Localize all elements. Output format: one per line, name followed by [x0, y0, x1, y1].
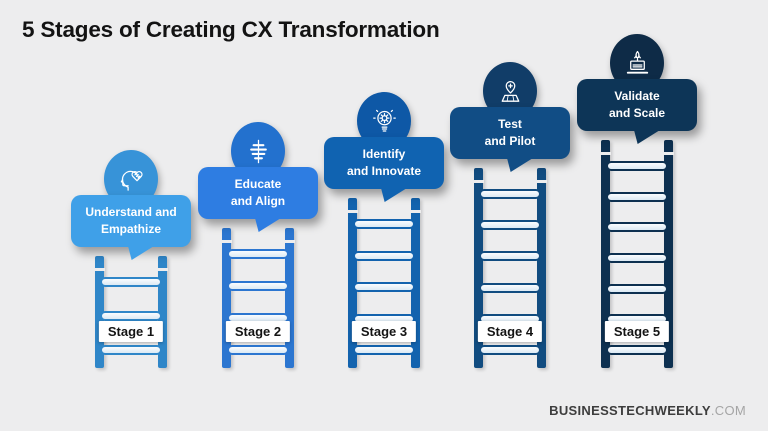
ladder-rung	[606, 344, 668, 355]
stage-label: Stage 1	[98, 321, 164, 342]
stage-column: Validate and Scale Stage 5	[572, 34, 702, 368]
bubble-text-line: Validate	[614, 89, 660, 103]
ladder-rungs	[606, 161, 668, 355]
ladder-rung	[353, 282, 415, 292]
bubble-text-line: Identify	[362, 147, 406, 161]
ladder-rung	[100, 311, 162, 321]
ladder-left-post	[94, 256, 105, 368]
bubble-text-line: Understand and	[85, 205, 177, 219]
ladder-rung	[606, 283, 668, 294]
ladder-right-post	[410, 198, 421, 368]
stage-column: Understand and Empathize Stage 1	[66, 150, 196, 368]
bubble-text-line: and Innovate	[346, 164, 421, 178]
ladder-rungs	[100, 277, 162, 355]
ladder-rung	[100, 277, 162, 287]
ladder-rung	[479, 189, 541, 199]
ladder-right-post	[663, 140, 674, 368]
stage-speech-bubble: Identify and Innovate	[324, 137, 444, 189]
ladder-right-post	[284, 228, 295, 368]
ladder-rung	[353, 345, 415, 355]
stage-ladder: Stage 5	[600, 140, 674, 368]
ladder-left-post	[600, 140, 611, 368]
bubble-text-line: and Pilot	[484, 134, 536, 148]
ladder-rung	[606, 252, 668, 263]
rocket-laptop-icon	[626, 50, 648, 74]
stage-label: Stage 4	[477, 321, 543, 342]
stage-column: Educate and Align Stage 2	[193, 122, 323, 368]
ladder-rung	[227, 281, 289, 291]
stage-label: Stage 5	[604, 321, 670, 342]
lightbulb-gear-icon	[372, 109, 396, 132]
map-pin-icon	[501, 80, 519, 102]
ladder-left-post	[473, 168, 484, 368]
ladder-rungs	[479, 189, 541, 355]
ladder-rung	[479, 344, 541, 355]
ladder-rung	[227, 345, 289, 355]
footer-brand: BUSINESSTECHWEEKLY.COM	[549, 403, 746, 418]
page-title: 5 Stages of Creating CX Transformation	[22, 17, 440, 42]
bubble-text-line: and Align	[230, 194, 286, 208]
ladder-right-post	[157, 256, 168, 368]
ladder-rung	[479, 251, 541, 262]
ladder-rung	[353, 219, 415, 229]
ladder-rung	[353, 250, 415, 261]
stage-ladder: Stage 1	[94, 256, 168, 368]
stage-column: Test and Pilot Stage 4	[445, 62, 575, 368]
empathy-head-icon	[120, 170, 143, 191]
ladder-left-post	[347, 198, 358, 368]
stage-column: Identify and Innovate Stage 3	[319, 92, 449, 368]
stage-ladder: Stage 2	[221, 228, 295, 368]
stage-label: Stage 2	[225, 321, 291, 342]
stage-speech-bubble: Test and Pilot	[450, 107, 570, 159]
ladder-rung	[100, 345, 162, 355]
brand-text: BUSINESSTECHWEEKLY	[549, 403, 711, 418]
ladder-rung	[479, 282, 541, 293]
ladder-rung	[606, 222, 668, 233]
brand-domain-suffix: .COM	[710, 403, 746, 418]
ladder-left-post	[221, 228, 232, 368]
ladder-rung	[606, 191, 668, 202]
ladder-rung	[606, 161, 668, 171]
align-tree-icon	[249, 139, 267, 163]
bubble-text-line: Test	[498, 117, 522, 131]
ladder-rung	[227, 249, 289, 259]
stage-ladder: Stage 4	[473, 168, 547, 368]
stage-speech-bubble: Understand and Empathize	[71, 195, 191, 247]
stage-ladder: Stage 3	[347, 198, 421, 368]
bubble-text-line: Educate	[234, 177, 282, 191]
stage-speech-bubble: Educate and Align	[198, 167, 318, 219]
ladder-rung	[479, 220, 541, 231]
stage-label: Stage 3	[351, 321, 417, 342]
ladder-right-post	[536, 168, 547, 368]
bubble-text-line: and Scale	[608, 106, 666, 120]
stage-speech-bubble: Validate and Scale	[577, 79, 697, 131]
bubble-text-line: Empathize	[100, 222, 161, 236]
